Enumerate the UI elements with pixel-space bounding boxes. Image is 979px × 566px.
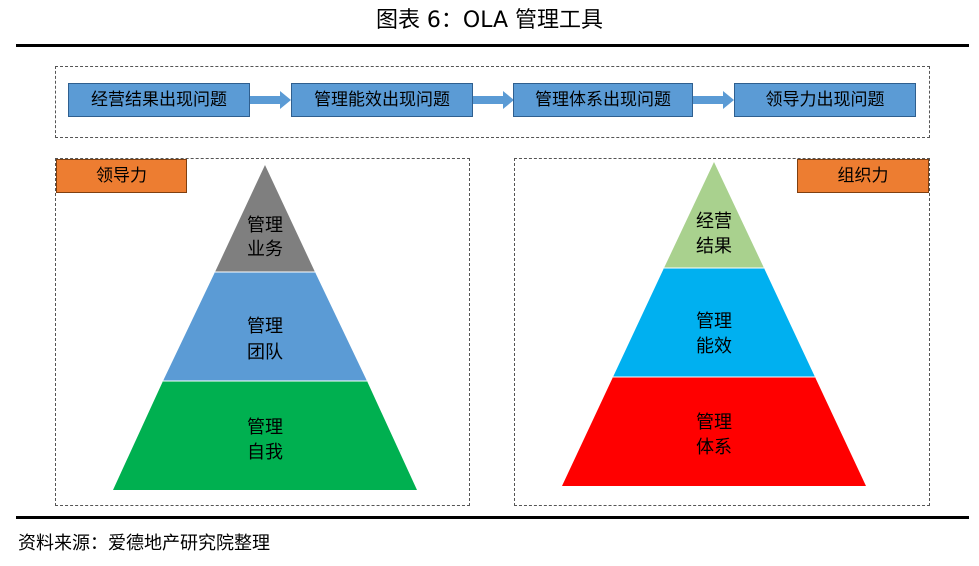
bottom-rule bbox=[16, 516, 969, 519]
left-pyramid-bottom bbox=[113, 381, 417, 490]
source-note: 资料来源：爱德地产研究院整理 bbox=[18, 533, 270, 554]
left-top-label-1: 管理 bbox=[247, 215, 283, 236]
arrow-shape bbox=[473, 91, 514, 109]
arrow-shape bbox=[250, 91, 291, 109]
flow-step-1: 经营结果出现问题 bbox=[68, 83, 250, 117]
left-pyramid-top bbox=[215, 165, 315, 272]
left-middle-label-2: 团队 bbox=[247, 342, 283, 363]
flow-arrow-1 bbox=[250, 91, 291, 109]
left-bottom-label-1: 管理 bbox=[247, 417, 283, 438]
left-pyramid-middle bbox=[163, 272, 367, 381]
right-panel bbox=[514, 158, 930, 506]
figure-title: 图表 6：OLA 管理工具 bbox=[375, 8, 604, 33]
right-pyramid-top bbox=[664, 162, 764, 268]
flow-container bbox=[55, 66, 930, 138]
right-middle-label-1: 管理 bbox=[696, 311, 732, 332]
left-bottom-label-2: 自我 bbox=[247, 442, 283, 463]
left-middle-label-1: 管理 bbox=[247, 316, 283, 337]
flow-arrow-3 bbox=[693, 91, 734, 109]
left-panel-tag: 领导力 bbox=[56, 159, 187, 193]
right-pyramid-middle bbox=[613, 268, 815, 377]
right-bottom-label-1: 管理 bbox=[696, 412, 732, 433]
left-panel bbox=[55, 158, 470, 506]
flow-step-4: 领导力出现问题 bbox=[734, 83, 916, 117]
flow-arrow-2 bbox=[473, 91, 514, 109]
top-rule bbox=[16, 44, 969, 47]
right-top-label-1: 经营 bbox=[696, 211, 732, 232]
flow-step-3: 管理体系出现问题 bbox=[513, 83, 693, 117]
left-top-label-2: 业务 bbox=[247, 239, 283, 260]
arrow-shape bbox=[693, 91, 734, 109]
right-middle-label-2: 能效 bbox=[696, 336, 732, 357]
right-bottom-label-2: 体系 bbox=[696, 437, 732, 458]
flow-step-2: 管理能效出现问题 bbox=[291, 83, 473, 117]
right-panel-tag: 组织力 bbox=[797, 159, 929, 193]
right-top-label-2: 结果 bbox=[696, 236, 732, 257]
right-pyramid-bottom bbox=[562, 377, 866, 486]
